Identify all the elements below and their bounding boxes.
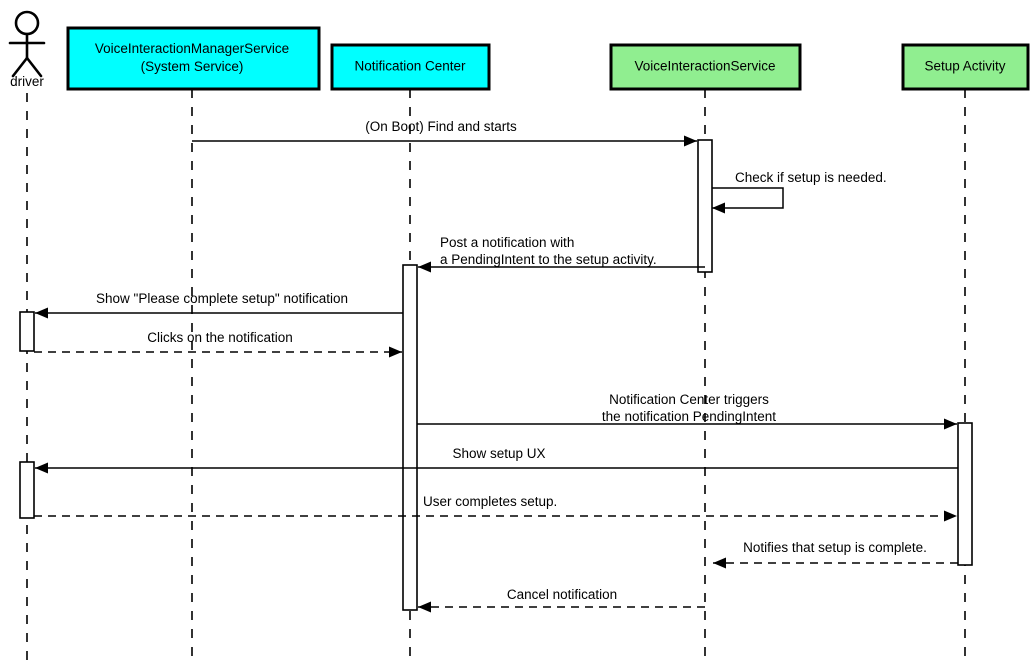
msg-notifies-that-setup-is-complete-label: Notifies that setup is complete.: [743, 540, 927, 555]
participant-box-vims[interactable]: [66, 26, 321, 91]
msg-on-boot-find-and-starts-label: (On Boot) Find and starts: [365, 119, 517, 134]
msg-cancel-notification-label: Cancel notification: [507, 587, 617, 602]
msg-notification-center-triggers-pendingintent-arrowhead: [944, 418, 957, 430]
participant-vis[interactable]: VoiceInteractionService: [609, 43, 802, 91]
participant-label-notification-center: Notification Center: [354, 59, 466, 74]
participant-label-vims-line2: (System Service): [141, 59, 244, 74]
actor-head-icon: [14, 10, 40, 36]
msg-notification-center-triggers-pendingintent[interactable]: Notification Center triggers the notifica…: [417, 392, 957, 430]
msg-show-please-complete-setup-notification-arrowhead: [35, 307, 48, 319]
participant-label-vis: VoiceInteractionService: [634, 59, 775, 74]
msg-check-if-setup-is-needed-arrowhead: [712, 202, 725, 214]
activation-bar-driver: [19, 311, 35, 352]
activation-bar-vis: [697, 139, 713, 273]
activation-bar-notification-center: [402, 264, 418, 611]
msg-clicks-on-the-notification[interactable]: Clicks on the notification: [34, 330, 402, 358]
participant-label-vims-line1: VoiceInteractionManagerService: [95, 41, 289, 56]
msg-user-completes-setup-arrowhead: [944, 510, 957, 522]
participant-vims[interactable]: VoiceInteractionManagerService (System Se…: [66, 26, 321, 91]
msg-post-a-notification-arrowhead: [418, 261, 431, 273]
actor-leg-right-icon: [25, 56, 43, 78]
msg-post-a-notification[interactable]: Post a notification with a PendingIntent …: [418, 235, 705, 273]
msg-post-a-notification-label-line2: a PendingIntent to the setup activity.: [440, 252, 657, 267]
participant-box-setup-activity[interactable]: [901, 43, 1030, 91]
msg-notifies-that-setup-is-complete[interactable]: Notifies that setup is complete.: [713, 540, 958, 569]
msg-user-completes-setup[interactable]: User completes setup.: [34, 494, 957, 522]
activations-layer: [19, 139, 973, 611]
msg-show-setup-ux-label: Show setup UX: [452, 446, 545, 461]
participant-driver[interactable]: driver: [8, 10, 46, 89]
activation-bar-driver: [19, 461, 35, 519]
msg-cancel-notification[interactable]: Cancel notification: [418, 587, 705, 613]
activation-bar-setup-activity: [957, 422, 973, 566]
msg-user-completes-setup-label: User completes setup.: [423, 494, 557, 509]
participant-box-vis[interactable]: [609, 43, 802, 91]
participant-label-driver: driver: [10, 74, 44, 89]
participant-setup-activity[interactable]: Setup Activity: [901, 43, 1030, 91]
msg-clicks-on-the-notification-arrowhead: [389, 346, 402, 358]
msg-notification-center-triggers-pendingintent-label-line1: Notification Center triggers: [609, 392, 769, 407]
msg-cancel-notification-arrowhead: [418, 601, 431, 613]
msg-on-boot-find-and-starts-arrowhead: [684, 135, 697, 147]
participants-layer: driver VoiceInteractionManagerService (Sys…: [8, 10, 1030, 91]
actor-leg-left-icon: [11, 56, 29, 78]
msg-check-if-setup-is-needed-path: [712, 187, 784, 209]
msg-show-setup-ux-arrowhead: [35, 462, 48, 474]
msg-show-setup-ux[interactable]: Show setup UX: [35, 446, 958, 474]
msg-check-if-setup-is-needed[interactable]: Check if setup is needed.: [712, 170, 887, 214]
msg-post-a-notification-label-line1: Post a notification with: [440, 235, 574, 250]
msg-check-if-setup-is-needed-label: Check if setup is needed.: [735, 170, 887, 185]
msg-on-boot-find-and-starts[interactable]: (On Boot) Find and starts: [192, 119, 697, 147]
msg-notifies-that-setup-is-complete-arrowhead: [713, 557, 726, 569]
msg-show-please-complete-setup-notification-label: Show "Please complete setup" notificatio…: [96, 291, 348, 306]
msg-notification-center-triggers-pendingintent-label-line2: the notification PendingIntent: [602, 409, 776, 424]
participant-label-setup-activity: Setup Activity: [924, 59, 1005, 74]
participant-box-notification-center[interactable]: [330, 43, 491, 91]
msg-clicks-on-the-notification-label: Clicks on the notification: [147, 330, 293, 345]
msg-show-please-complete-setup-notification[interactable]: Show "Please complete setup" notificatio…: [35, 291, 403, 319]
participant-notification-center[interactable]: Notification Center: [330, 43, 491, 91]
